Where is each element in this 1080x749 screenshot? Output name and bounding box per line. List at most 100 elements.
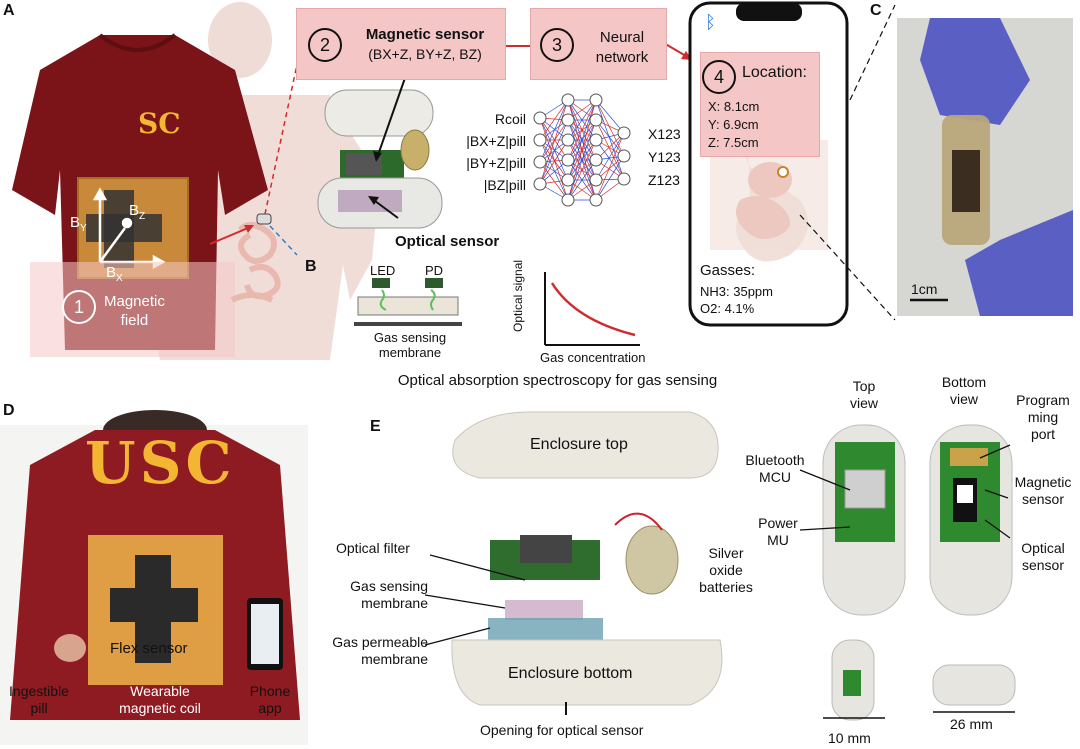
nn-node bbox=[533, 111, 547, 125]
panel-label-a: A bbox=[3, 2, 15, 19]
nn-output-x: X123 bbox=[648, 126, 681, 142]
nn-node bbox=[589, 113, 603, 127]
nn-node bbox=[561, 173, 575, 187]
scale-bar-label: 1cm bbox=[911, 281, 938, 297]
axis-bz: BZ bbox=[129, 202, 146, 222]
nn-node bbox=[533, 177, 547, 191]
intestines-a bbox=[230, 222, 281, 303]
nn-node bbox=[533, 155, 547, 169]
pill-exploded-a bbox=[317, 89, 443, 229]
nn-connection bbox=[595, 99, 625, 134]
location-x: X: 8.1cm bbox=[708, 99, 760, 114]
gas-nh3: NH3: 35ppm bbox=[700, 284, 773, 299]
nn-connection bbox=[595, 132, 625, 201]
nn-connection bbox=[595, 132, 625, 181]
nn-node bbox=[589, 193, 603, 207]
sweatshirt-logo: USC bbox=[85, 429, 236, 497]
pill-photo bbox=[897, 18, 1073, 316]
axis-by: BY bbox=[70, 214, 87, 234]
step-1-number: 1 bbox=[62, 290, 96, 324]
optical-sensor-label: Optical sensor bbox=[395, 233, 500, 250]
nn-connection bbox=[539, 161, 569, 201]
nn-connection bbox=[595, 99, 625, 157]
panel-b-caption: Optical absorption spectroscopy for gas … bbox=[397, 372, 718, 389]
panel-label-c: C bbox=[870, 2, 882, 19]
nn-node bbox=[561, 193, 575, 207]
nn-connection bbox=[539, 139, 569, 181]
nn-node bbox=[617, 126, 631, 140]
step-2-number: 2 bbox=[308, 28, 342, 62]
enclosure-bottom-label: Enclosure bottom bbox=[508, 665, 633, 682]
nn-connection bbox=[595, 119, 625, 157]
nn-node bbox=[589, 133, 603, 147]
panel-label-b: B bbox=[305, 258, 317, 275]
location-label: Location: bbox=[742, 64, 807, 81]
step-4-number: 4 bbox=[702, 60, 736, 94]
nn-node bbox=[589, 93, 603, 107]
leader-lines-e bbox=[424, 444, 1011, 646]
neural-network bbox=[533, 93, 631, 207]
nn-node bbox=[589, 153, 603, 167]
nn-node bbox=[617, 172, 631, 186]
optical-opening-label: Opening for optical sensor bbox=[480, 722, 644, 738]
dimension-10mm: 10 mm bbox=[828, 730, 871, 746]
nn-node bbox=[533, 133, 547, 147]
shirt-logo: SC bbox=[138, 107, 181, 140]
nn-connection bbox=[539, 139, 569, 185]
nn-connection bbox=[595, 99, 625, 180]
nn-connection bbox=[539, 99, 569, 163]
nn-input-bxz: |BX+Z|pill bbox=[466, 133, 526, 149]
nn-node bbox=[561, 113, 575, 127]
pd-label: PD bbox=[425, 263, 444, 278]
nn-connection bbox=[567, 99, 597, 141]
absorption-chart bbox=[544, 272, 640, 346]
nn-connection bbox=[567, 139, 597, 201]
nn-connection bbox=[539, 139, 569, 201]
nn-node bbox=[617, 149, 631, 163]
exploded-pill-e bbox=[451, 411, 723, 715]
nn-connection bbox=[595, 139, 625, 180]
nn-connection bbox=[567, 159, 597, 201]
step-3-number: 3 bbox=[540, 28, 574, 62]
sweatshirt-photo bbox=[0, 410, 308, 745]
nn-input-rcoil: Rcoil bbox=[494, 111, 526, 127]
nn-connection bbox=[539, 119, 569, 185]
nn-input-bz: |BZ|pill bbox=[483, 177, 526, 193]
nn-connection bbox=[595, 119, 625, 180]
location-z: Z: 7.5cm bbox=[708, 135, 759, 150]
optical-signal-axis: Optical signal bbox=[511, 259, 525, 332]
led-label: LED bbox=[370, 263, 396, 278]
panel-label-d: D bbox=[3, 402, 15, 419]
gasses-label: Gasses: bbox=[700, 262, 756, 279]
nn-node bbox=[561, 153, 575, 167]
optical-filter-label: Optical filter bbox=[336, 540, 410, 556]
nn-connection bbox=[567, 119, 597, 201]
nn-connection bbox=[539, 99, 569, 141]
panel-label-e: E bbox=[370, 418, 381, 435]
step-2-title: Magnetic sensor bbox=[365, 26, 485, 43]
nn-connection bbox=[567, 99, 597, 181]
nn-connection bbox=[539, 117, 569, 181]
axis-bx: BX bbox=[106, 264, 123, 284]
optical-sensing-sketch bbox=[354, 278, 462, 326]
bluetooth-icon: ᛒ bbox=[705, 12, 716, 32]
nn-connection bbox=[539, 117, 569, 201]
nn-output-z: Z123 bbox=[648, 172, 680, 188]
nn-connection bbox=[539, 117, 569, 161]
nn-input-byz: |BY+Z|pill bbox=[466, 155, 526, 171]
location-y: Y: 6.9cm bbox=[708, 117, 759, 132]
